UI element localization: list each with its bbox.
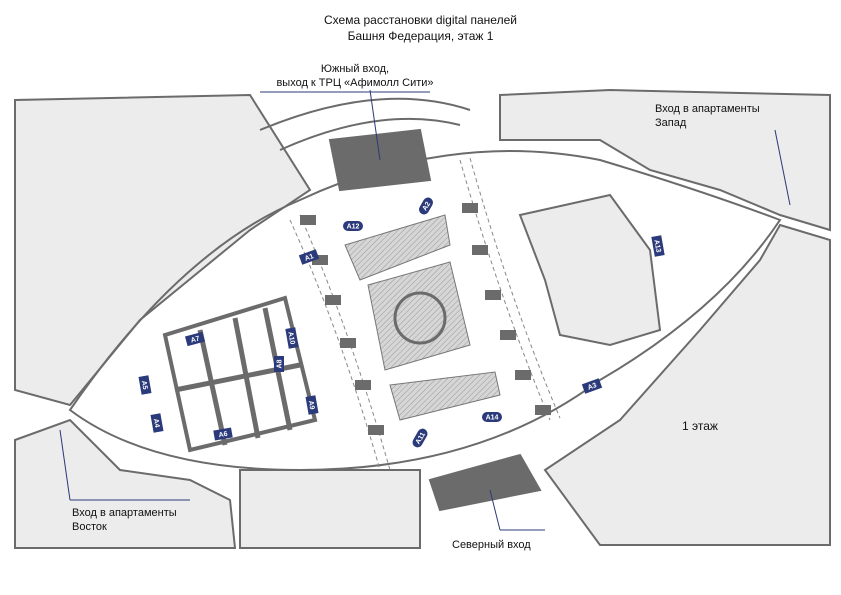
east-entrance-line-1: Вход в апартаменты	[72, 507, 177, 519]
panel-marker-a14[interactable]: A14	[482, 412, 502, 422]
zone-apartments-west	[499, 88, 831, 232]
title-line-2: Башня Федерация, этаж 1	[347, 29, 494, 43]
floor-label: 1 этаж	[682, 419, 718, 433]
panel-marker-a4[interactable]: A4	[150, 413, 164, 433]
south-entrance-label: Южный вход, выход к ТРЦ «Афимолл Сити»	[270, 62, 440, 90]
svg-text:A9: A9	[307, 400, 315, 410]
svg-text:A14: A14	[486, 415, 499, 422]
panel-marker-a12[interactable]: A12	[343, 221, 363, 231]
west-entrance-line-2: Запад	[655, 117, 687, 129]
west-entrance-line-1: Вход в апартаменты	[655, 103, 760, 115]
zone-center-right	[518, 193, 662, 347]
panel-marker-a9[interactable]: A9	[305, 395, 319, 415]
core-bottom	[389, 371, 501, 421]
zone-east-lower	[14, 418, 237, 549]
east-entrance-line-2: Восток	[72, 521, 107, 533]
svg-text:A2: A2	[422, 201, 433, 212]
panel-marker-a11[interactable]: A11	[411, 427, 430, 449]
panel-marker-a2[interactable]: A2	[417, 196, 435, 217]
zone-floor-1	[543, 223, 831, 546]
panel-marker-a5[interactable]: A5	[138, 375, 152, 395]
core-ring	[393, 291, 447, 345]
south-entrance-line-2: выход к ТРЦ «Афимолл Сити»	[276, 77, 434, 89]
south-entrance-line-1: Южный вход,	[320, 63, 390, 75]
west-entrance-label: Вход в апартаменты Запад	[655, 102, 760, 130]
north-entrance-label: Северный вход	[452, 539, 531, 551]
panel-marker-a1[interactable]: A1	[298, 249, 320, 265]
zone-west-upper	[14, 93, 312, 407]
svg-text:A3: A3	[587, 382, 598, 392]
left-block	[162, 295, 318, 453]
svg-text:A6: A6	[218, 431, 228, 439]
panel-marker-a6[interactable]: A6	[213, 427, 233, 441]
page-title: Схема расстановки digital панелей Башня …	[0, 12, 841, 44]
core-top	[344, 214, 451, 281]
svg-text:A12: A12	[347, 224, 360, 231]
panel-marker-a3[interactable]: A3	[581, 378, 603, 394]
svg-text:A1: A1	[304, 253, 315, 263]
svg-text:A4: A4	[152, 418, 160, 428]
columns	[300, 203, 551, 435]
panel-marker-a13[interactable]: A13	[651, 235, 665, 257]
east-entrance-label: Вход в апартаменты Восток	[72, 506, 177, 534]
zone-apartments-east	[239, 469, 421, 549]
panel-marker-a8[interactable]: A8	[274, 356, 284, 372]
core-center	[367, 261, 471, 371]
svg-text:A8: A8	[277, 359, 284, 368]
panel-marker-a10[interactable]: A10	[285, 327, 299, 349]
title-line-1: Схема расстановки digital панелей	[324, 13, 517, 27]
svg-text:A10: A10	[286, 331, 295, 345]
panel-marker-a7[interactable]: A7	[185, 331, 205, 347]
hall-outline	[68, 150, 782, 472]
svg-text:A7: A7	[190, 335, 201, 344]
svg-text:A5: A5	[140, 380, 148, 390]
zone-north-lobby	[428, 453, 542, 512]
svg-text:A13: A13	[652, 239, 661, 253]
